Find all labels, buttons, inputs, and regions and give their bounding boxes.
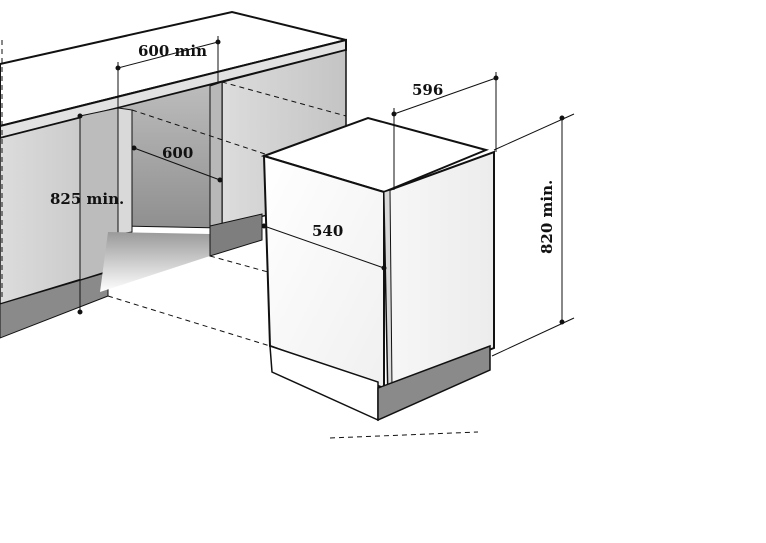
label-appliance-width: 596 — [412, 81, 443, 99]
cavity-side-wall — [117, 107, 133, 235]
label-counter-height: 825 min. — [50, 190, 124, 208]
appliance-front-plinth — [377, 344, 491, 422]
appliance — [260, 116, 495, 422]
label-appliance-height: 820 min. — [538, 180, 556, 254]
right-cabinet-plinth — [209, 213, 263, 257]
dimension-lines — [77, 36, 575, 357]
right-cabinet-side — [209, 81, 223, 233]
floor-shadow — [100, 232, 210, 292]
guide-lines — [1, 40, 479, 439]
dimension-labels: 600 min 600 825 min. 596 540 820 min. — [50, 42, 556, 254]
label-appliance-depth: 540 — [312, 222, 343, 240]
label-counter-width: 600 min — [138, 42, 207, 60]
label-cavity-depth: 600 — [162, 144, 193, 162]
